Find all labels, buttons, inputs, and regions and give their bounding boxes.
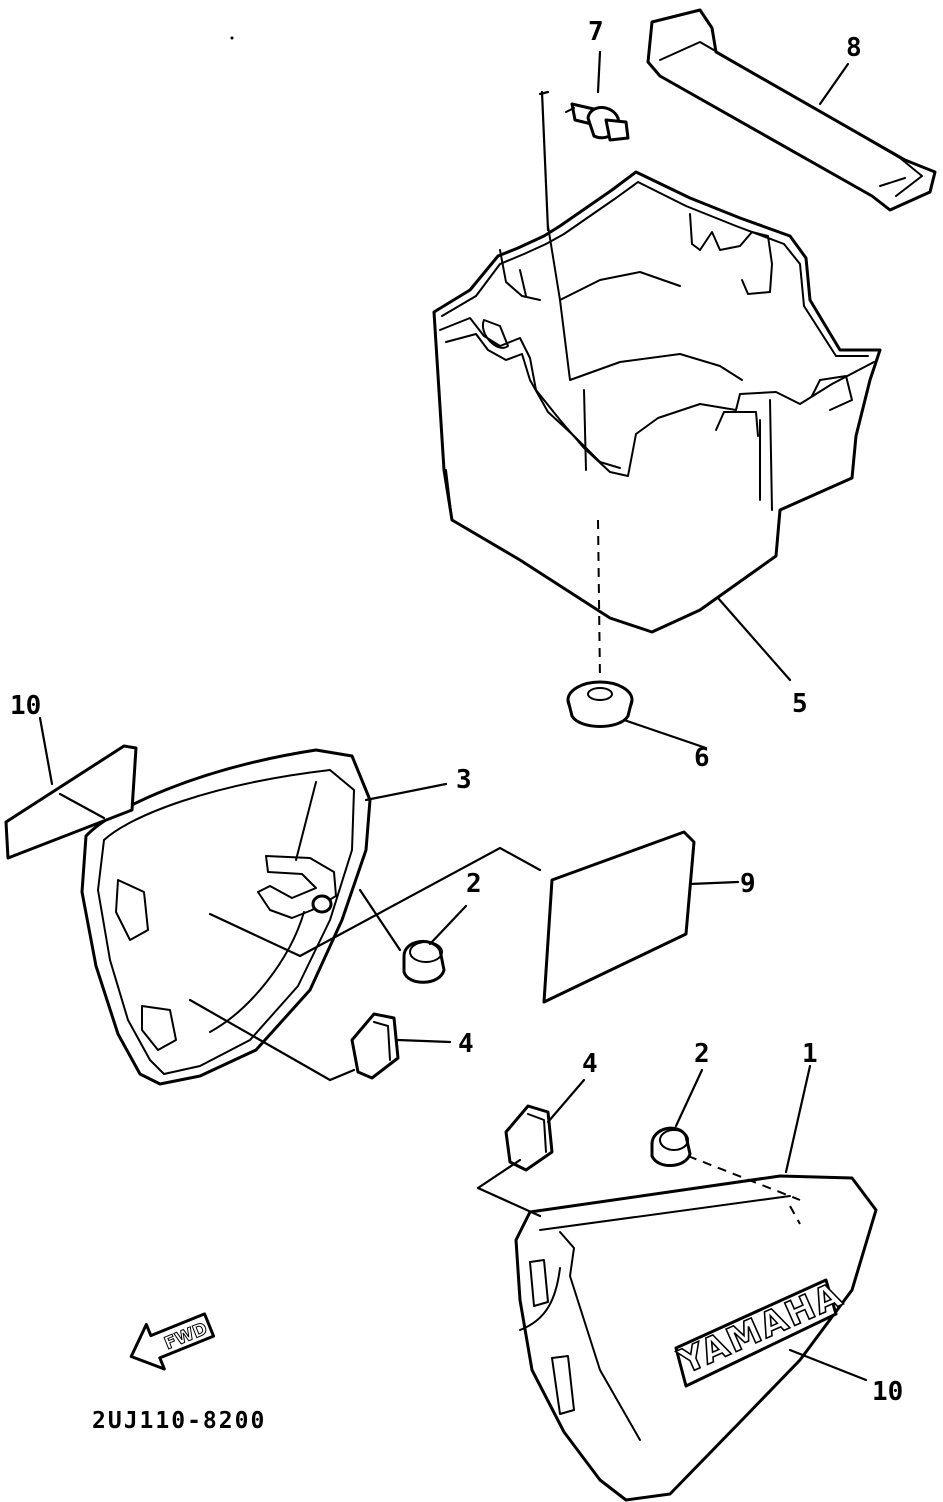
emblem-left [4, 744, 138, 860]
damper-lower [650, 1126, 692, 1167]
battery-box [432, 170, 882, 634]
bolt [565, 102, 630, 142]
callout-4-upper: 4 [458, 1029, 474, 1059]
callout-10-left: 10 [10, 691, 41, 721]
damper-upper [402, 940, 446, 984]
sheet [542, 830, 696, 1004]
callout-6: 6 [694, 743, 710, 773]
callout-7: 7 [588, 17, 604, 47]
callouts: 1 2 2 3 4 4 5 6 7 8 9 10 10 [10, 17, 903, 1407]
scan-speck [230, 36, 234, 40]
callout-5: 5 [792, 689, 808, 719]
battery-band [646, 8, 937, 212]
small-damper-upper [350, 1012, 400, 1080]
callout-9: 9 [740, 869, 756, 899]
callout-8: 8 [846, 33, 862, 63]
fwd-arrow-icon: FWD [129, 1312, 216, 1371]
callout-10-right: 10 [872, 1377, 903, 1407]
bottom-damper [566, 680, 634, 728]
callout-2-lower: 2 [694, 1039, 710, 1069]
callout-1: 1 [802, 1039, 818, 1069]
leader-lines [38, 50, 868, 1382]
callout-3: 3 [456, 765, 472, 795]
small-damper-lower [504, 1104, 554, 1172]
drawing-code: 2UJ110-8200 [92, 1408, 266, 1434]
callout-4-lower: 4 [582, 1049, 598, 1079]
callout-2-upper: 2 [466, 869, 482, 899]
